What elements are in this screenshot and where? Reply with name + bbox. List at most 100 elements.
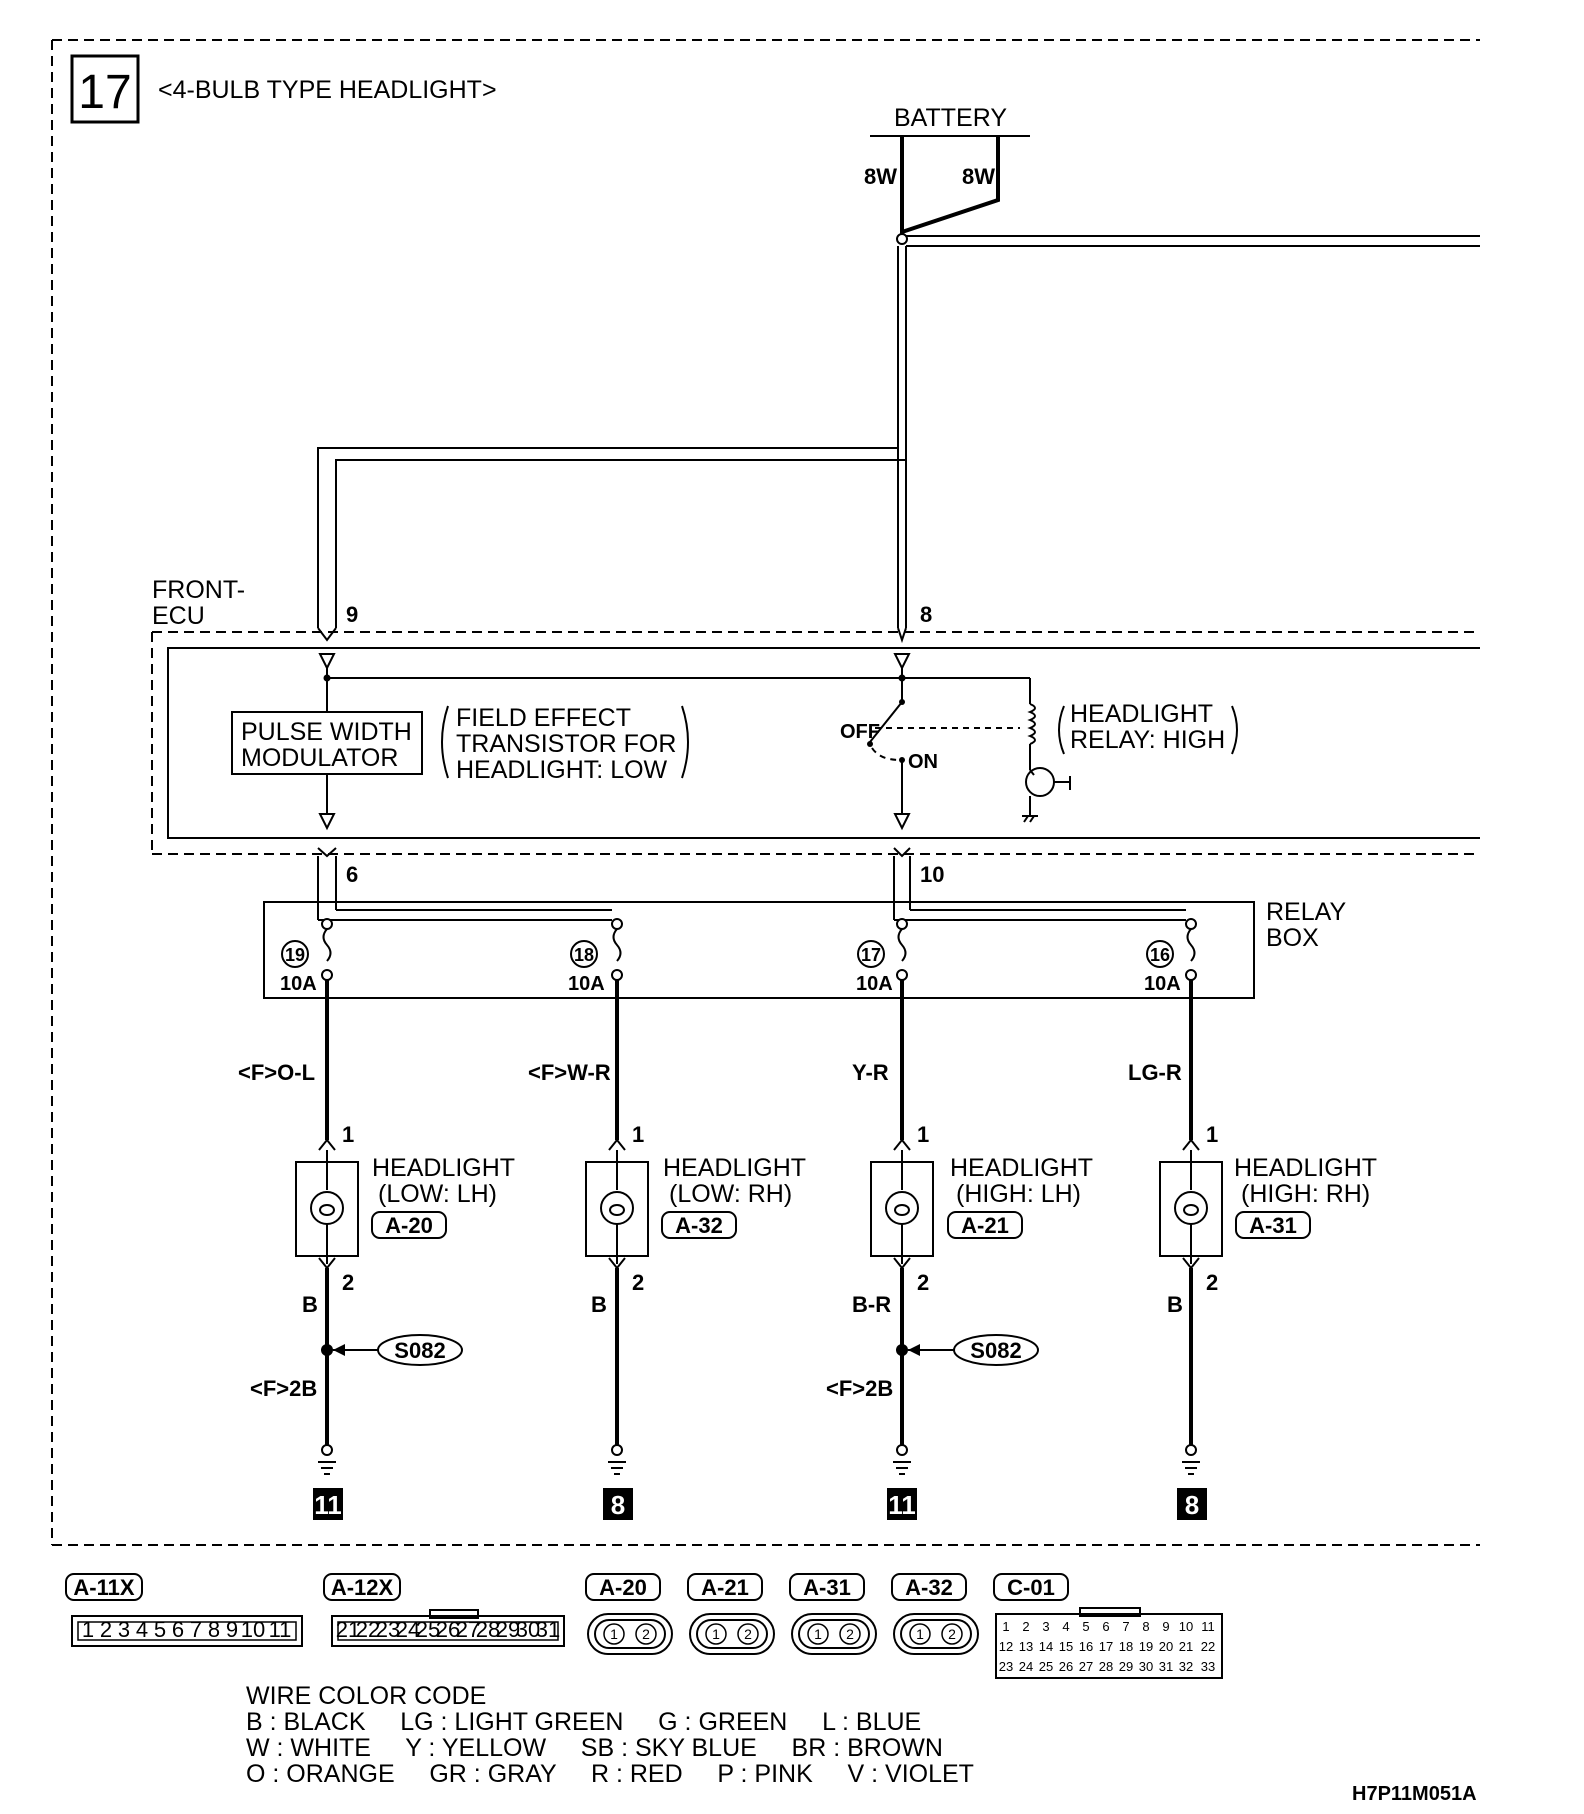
- relay-label-1: HEADLIGHT: [1070, 700, 1213, 728]
- conn-c01-pin: 5: [1082, 1619, 1089, 1634]
- headlight-low-rh-name-2: (LOW: RH): [669, 1180, 792, 1208]
- conn-c01-pin: 3: [1042, 1619, 1049, 1634]
- conn-a11x-pin: 9: [226, 1617, 238, 1642]
- conn-a11x-pins: 1 2 3 4 5 6 7 8 9 10 11: [77, 1617, 297, 1642]
- conn-c01-pin: 13: [1019, 1639, 1033, 1654]
- fuse-17-number: 17: [861, 945, 881, 965]
- relay-box-label-2: BOX: [1266, 924, 1319, 952]
- conn-a12x-pins: 21 22 23 24 25 26 27 28 29 30 31: [336, 1617, 560, 1642]
- headlight-low-rh-name-1: HEADLIGHT: [663, 1154, 806, 1182]
- headlight-high-lh-name-2: (HIGH: LH): [956, 1180, 1081, 1208]
- conn-c01-pin: 29: [1119, 1659, 1133, 1674]
- conn-a20-id: A-20: [599, 1575, 647, 1600]
- pin-1-a20: 1: [342, 1122, 354, 1147]
- conn-a11x-pin: 8: [208, 1617, 220, 1642]
- splice-s082-1: S082: [394, 1338, 445, 1363]
- conn-a11x-pin: 2: [100, 1617, 112, 1642]
- conn-a32-pin: 1: [916, 1626, 924, 1642]
- conn-a32-id: A-32: [905, 1575, 953, 1600]
- battery-wire-left: 8W: [864, 164, 897, 189]
- headlight-high-rh-name-2: (HIGH: RH): [1241, 1180, 1370, 1208]
- ground-11-b: 11: [888, 1490, 916, 1520]
- switch-on-label: ON: [908, 751, 938, 773]
- wire-top-w-r: <F>W-R: [528, 1060, 611, 1085]
- conn-a31-pin: 2: [846, 1626, 854, 1642]
- page-number: 17: [78, 66, 131, 119]
- ground-8-b: 8: [1185, 1490, 1199, 1520]
- fuse-19-number: 19: [285, 945, 305, 965]
- wire-bottom-b-2: B: [591, 1292, 607, 1317]
- conn-c01-pin: 31: [1159, 1659, 1173, 1674]
- pin-2-a31: 2: [1206, 1270, 1218, 1295]
- fuse-19: 19 10A: [280, 928, 333, 995]
- conn-c01-pin: 14: [1039, 1639, 1053, 1654]
- pin-2-a32: 2: [632, 1270, 644, 1295]
- conn-a12x-pin: 23: [376, 1617, 400, 1642]
- conn-c01-pin: 18: [1119, 1639, 1133, 1654]
- conn-a12x-pin: 24: [396, 1617, 420, 1642]
- conn-a11x-pin: 6: [172, 1617, 184, 1642]
- battery: BATTERY 8W 8W: [864, 104, 1030, 245]
- ecu-label-1: FRONT-: [152, 576, 245, 604]
- conn-c01-row-3: 23 24 25 26 27 28 29 30 31 32 33: [999, 1659, 1215, 1674]
- headlight-high-rh-name-1: HEADLIGHT: [1234, 1154, 1377, 1182]
- conn-c01-id: C-01: [1007, 1575, 1055, 1600]
- ground-11-a: 11: [314, 1490, 342, 1520]
- relay-box-label-1: RELAY: [1266, 898, 1346, 926]
- conn-c01-pin: 8: [1142, 1619, 1149, 1634]
- fuse-18: 18 10A: [568, 928, 623, 995]
- ecu-pin-9: 9: [346, 602, 358, 627]
- headlight-high-lh-name-1: HEADLIGHT: [950, 1154, 1093, 1182]
- conn-a11x-pin: 1: [82, 1617, 94, 1642]
- legend-line-2: W : WHITE Y : YELLOW SB : SKY BLUE BR : …: [246, 1734, 943, 1762]
- conn-a31-id: A-31: [803, 1575, 851, 1600]
- conn-c01-pin: 26: [1059, 1659, 1073, 1674]
- conn-a12x-pin: 22: [356, 1617, 380, 1642]
- ecu-pin-6: 6: [346, 862, 358, 887]
- wire-top-y-r: Y-R: [852, 1060, 889, 1085]
- wire-bottom-b-r: B-R: [852, 1292, 891, 1317]
- fuse-18-number: 18: [574, 945, 594, 965]
- fet-label-3: HEADLIGHT: LOW: [456, 756, 668, 784]
- headlight-low-lh-name-1: HEADLIGHT: [372, 1154, 515, 1182]
- diagram-frame: [51, 39, 1480, 1546]
- page-number-box: [70, 54, 140, 124]
- conn-c01-pin: 12: [999, 1639, 1013, 1654]
- fuse-18-rating: 10A: [568, 973, 605, 995]
- branch-headlight-high-rh: LG-R 1 2 HEADLIGHT (HIGH: RH) A-31 B 8: [1128, 980, 1377, 1520]
- wire-ground-f2b-1: <F>2B: [250, 1376, 317, 1401]
- conn-c01-pin: 25: [1039, 1659, 1053, 1674]
- battery-label: BATTERY: [894, 104, 1007, 132]
- conn-c01-row-1: 1 2 3 4 5 6 7 8 9 10 11: [1002, 1619, 1214, 1634]
- conn-c01-pin: 30: [1139, 1659, 1153, 1674]
- fuse-16: 16 10A: [1144, 928, 1197, 995]
- legend-title: WIRE COLOR CODE: [246, 1682, 486, 1710]
- conn-a12x-pin: 29: [496, 1617, 520, 1642]
- conn-a12x-pin: 21: [336, 1617, 360, 1642]
- fuse-19-rating: 10A: [280, 973, 317, 995]
- ground-8-a: 8: [611, 1490, 625, 1520]
- conn-c01-pin: 22: [1201, 1639, 1215, 1654]
- fuse-17-rating: 10A: [856, 973, 893, 995]
- conn-c01-pin: 6: [1102, 1619, 1109, 1634]
- wire-bottom-b-4: B: [1167, 1292, 1183, 1317]
- conn-a11x-pin: 4: [136, 1617, 148, 1642]
- conn-a12x-pin: 25: [416, 1617, 440, 1642]
- connector-a21-label: A-21: [961, 1213, 1009, 1238]
- fuse-17: 17 10A: [856, 928, 908, 995]
- relay-label-2: RELAY: HIGH: [1070, 726, 1225, 754]
- fet-label-2: TRANSISTOR FOR: [456, 730, 676, 758]
- conn-a11x-pin: 11: [269, 1617, 292, 1642]
- conn-c01-pin: 9: [1162, 1619, 1169, 1634]
- conn-a20-pin: 2: [642, 1626, 650, 1642]
- conn-a32-pin: 2: [948, 1626, 956, 1642]
- conn-c01-pin: 10: [1179, 1619, 1193, 1634]
- pin-1-a32: 1: [632, 1122, 644, 1147]
- pin-1-a21: 1: [917, 1122, 929, 1147]
- wire-bottom-b-1: B: [302, 1292, 318, 1317]
- fuse-16-number: 16: [1150, 945, 1170, 965]
- conn-c01-pin: 28: [1099, 1659, 1113, 1674]
- conn-c01-pin: 16: [1079, 1639, 1093, 1654]
- conn-c01-pin: 27: [1079, 1659, 1093, 1674]
- switch-off-label: OFF: [840, 721, 880, 743]
